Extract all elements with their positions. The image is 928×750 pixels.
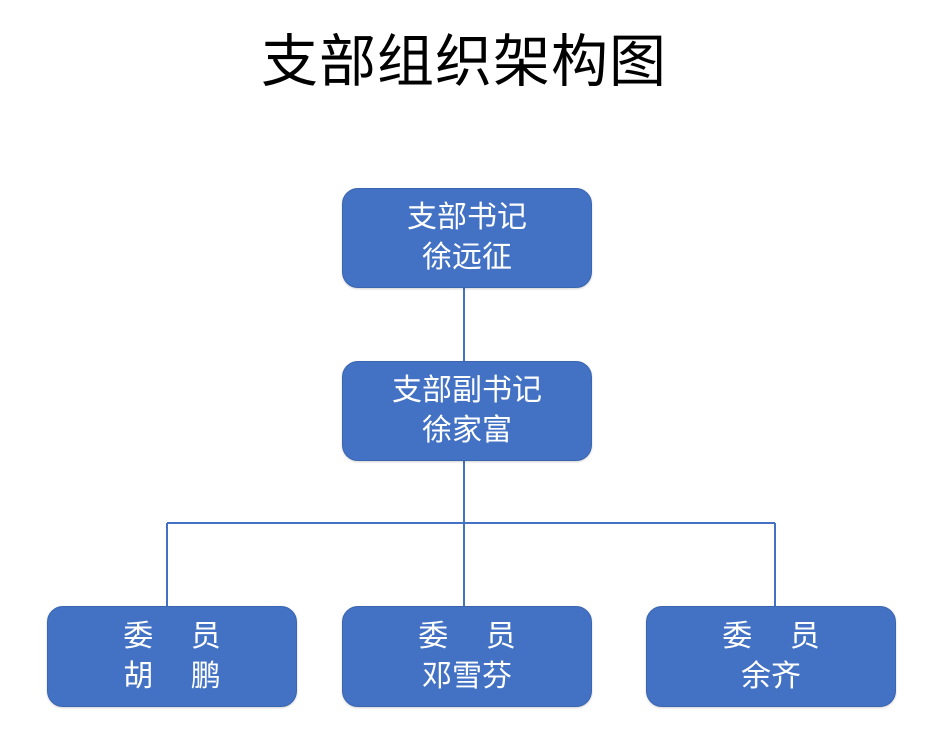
node-member-yu-qi[interactable]: 委 员 余齐 bbox=[646, 606, 896, 707]
node-deputy-secretary-name: 徐家富 bbox=[422, 413, 512, 448]
node-member-deng-xuefen-role: 委 员 bbox=[418, 618, 530, 654]
node-member-yu-qi-role: 委 员 bbox=[722, 618, 834, 654]
node-secretary-name: 徐远征 bbox=[422, 240, 512, 275]
page-title: 支部组织架构图 bbox=[261, 29, 667, 95]
node-deputy-secretary[interactable]: 支部副书记 徐家富 bbox=[342, 361, 592, 461]
node-member-hu-peng-role: 委 员 bbox=[123, 618, 235, 654]
node-member-hu-peng[interactable]: 委 员 胡 鹏 bbox=[47, 606, 297, 707]
node-member-deng-xuefen[interactable]: 委 员 邓雪芬 bbox=[342, 606, 592, 707]
node-member-hu-peng-name: 胡 鹏 bbox=[123, 658, 235, 694]
node-secretary-role: 支部书记 bbox=[407, 200, 527, 235]
node-member-yu-qi-name: 余齐 bbox=[741, 658, 801, 694]
node-deputy-secretary-role: 支部副书记 bbox=[392, 373, 542, 408]
node-member-deng-xuefen-name: 邓雪芬 bbox=[422, 658, 512, 694]
node-secretary[interactable]: 支部书记 徐远征 bbox=[342, 188, 592, 288]
